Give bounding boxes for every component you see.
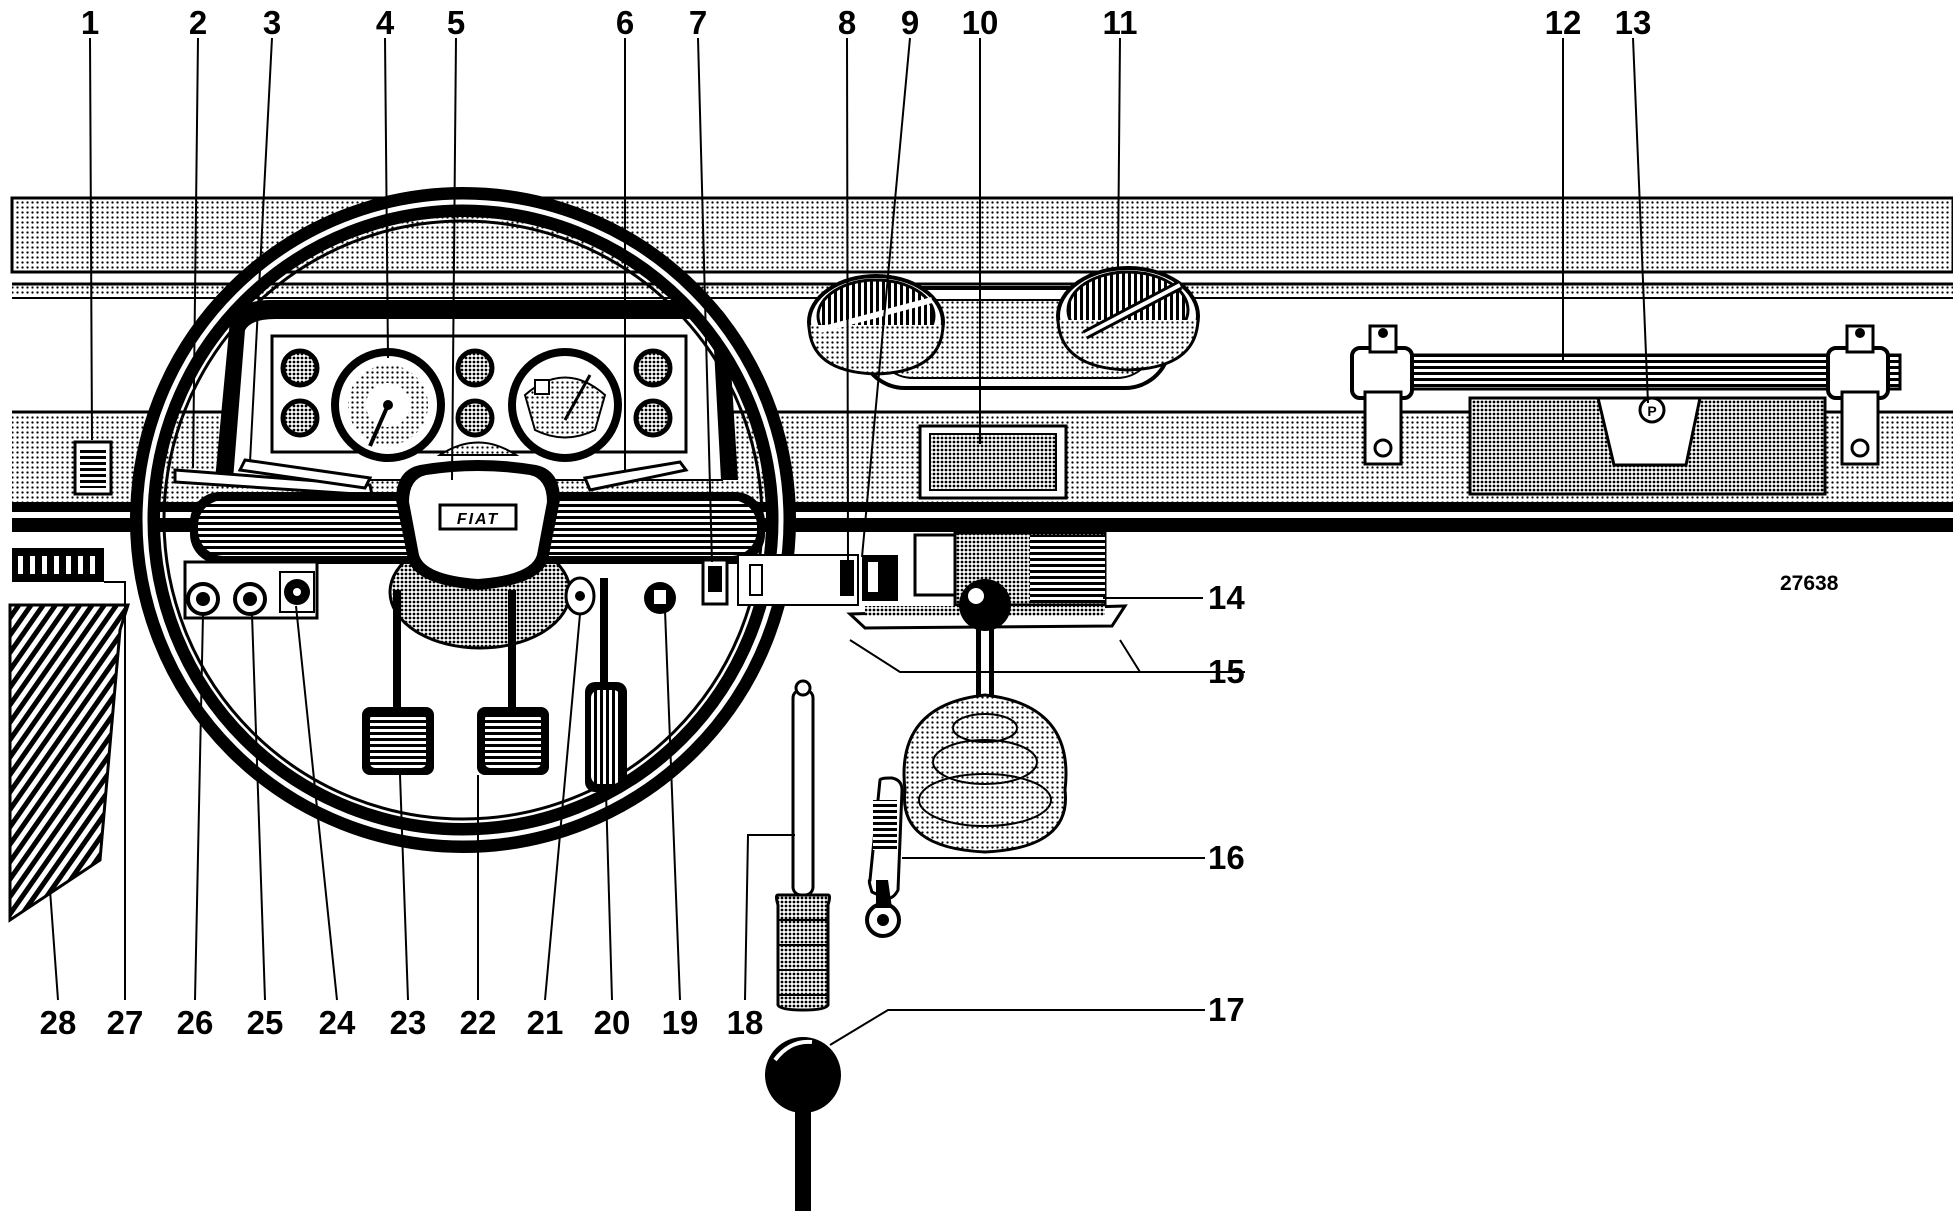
leader-lines — [49, 37, 1649, 1046]
callout-2: 2 — [189, 4, 207, 41]
toggle-switch-7 — [701, 558, 729, 606]
choke-lever — [865, 776, 904, 938]
callout-10: 10 — [962, 4, 999, 41]
callout-9: 9 — [901, 4, 919, 41]
gearshift-knob — [765, 1037, 841, 1211]
callout-19: 19 — [662, 1004, 699, 1041]
callout-6: 6 — [616, 4, 634, 41]
light-stalk — [582, 460, 689, 492]
callout-13: 13 — [1615, 4, 1652, 41]
callout-16: 16 — [1208, 839, 1245, 876]
door-pocket — [8, 603, 131, 923]
callout-12: 12 — [1545, 4, 1582, 41]
gearshift-boot — [902, 693, 1068, 854]
callout-8: 8 — [838, 4, 856, 41]
callout-27: 27 — [107, 1004, 144, 1041]
toggle-switch-19 — [644, 582, 676, 614]
callout-3: 3 — [263, 4, 281, 41]
callout-17: 17 — [1208, 991, 1245, 1028]
callout-11: 11 — [1103, 4, 1138, 41]
wiper-stalk — [237, 458, 373, 490]
glove-box: P — [1468, 396, 1827, 496]
callout-18: 18 — [727, 1004, 764, 1041]
callout-14: 14 — [1208, 579, 1245, 616]
center-panel — [918, 424, 1068, 500]
callout-21: 21 — [527, 1004, 564, 1041]
callout-28: 28 — [40, 1004, 77, 1041]
callout-7: 7 — [689, 4, 707, 41]
svg-text:P: P — [1647, 403, 1656, 419]
callout-15: 15 — [1208, 653, 1245, 690]
lower-switch-panel — [183, 560, 319, 620]
pedals — [362, 578, 627, 792]
fiat-badge: FIAT — [457, 511, 499, 528]
grab-handle — [1350, 324, 1902, 466]
warning-lamps — [280, 348, 673, 438]
figure-reference-number: 27638 — [1780, 572, 1839, 595]
callout-4: 4 — [376, 4, 395, 41]
speedometer — [331, 348, 445, 462]
callout-22: 22 — [460, 1004, 497, 1041]
left-vent-grille — [12, 548, 104, 582]
callout-23: 23 — [390, 1004, 427, 1041]
left-switch — [73, 440, 113, 496]
fuel-temperature-gauge — [508, 348, 622, 462]
callout-labels: 1 2 3 4 5 6 7 8 9 10 11 12 13 14 15 16 1… — [40, 4, 1652, 1041]
steering-wheel: FIAT — [130, 187, 796, 853]
ignition-lock — [564, 576, 596, 616]
callout-5: 5 — [447, 4, 465, 41]
callout-1: 1 — [81, 4, 99, 41]
callout-26: 26 — [177, 1004, 214, 1041]
callout-24: 24 — [319, 1004, 356, 1041]
instrument-cluster — [215, 300, 738, 481]
handbrake-lever — [775, 679, 831, 1012]
callout-25: 25 — [247, 1004, 284, 1041]
callout-20: 20 — [594, 1004, 631, 1041]
air-vents — [807, 266, 1200, 390]
